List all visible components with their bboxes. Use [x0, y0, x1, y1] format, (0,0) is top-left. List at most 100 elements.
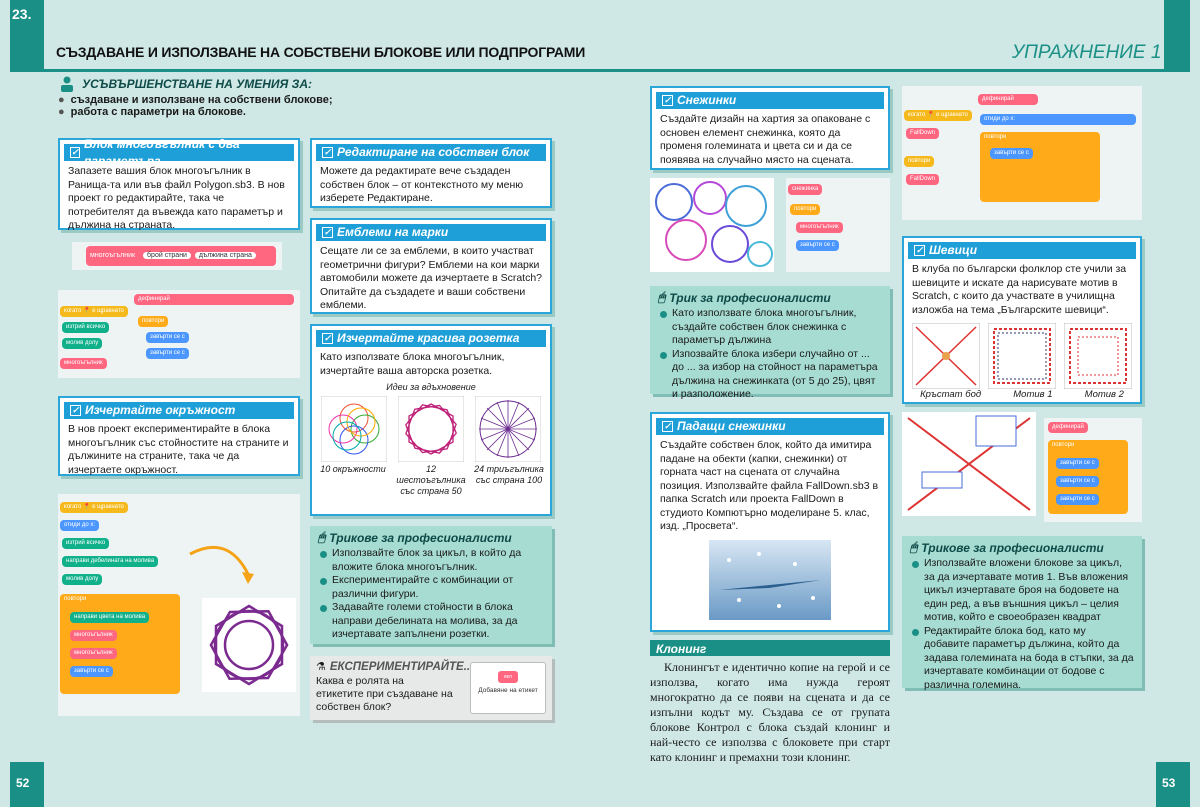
code-block: многоъгълник	[60, 358, 107, 369]
experiment-box: ⚗ ЕКСПЕРИМЕНТИРАЙТЕ... Каква е ролята на…	[310, 656, 552, 720]
tips-left-title: Трикове за професионалисти	[329, 530, 512, 545]
tips-right-title: Трикове за професионалисти	[921, 540, 1104, 555]
code-block: FallDown	[906, 174, 940, 185]
experiment-text: Каква е ролята на етикетите при създаван…	[316, 675, 453, 713]
stitches-card: ✓Шевици В клуба по български фолклор сте…	[902, 236, 1142, 404]
rosette-label: 12 шестоъгълника със страна 50	[396, 464, 466, 496]
snowflake-code-image: снежинка повтори многоъгълник завърти се…	[786, 178, 890, 272]
code-block: снежинка	[788, 184, 823, 195]
arrow-icon	[189, 545, 254, 584]
code-block: изтрий всичко	[62, 538, 110, 549]
circle-card-text: В нов проект експериментирайте в блока м…	[68, 423, 289, 476]
code-block: повтори	[138, 316, 169, 327]
footer-left-tab: 52	[10, 762, 44, 807]
cloning-text: Клонингът е идентично копие на герой и с…	[650, 660, 890, 764]
polygon-block-image: многоъгълник брой страни дължина страна	[72, 242, 282, 270]
tip-item: Редактирайте блока бод, като му добавите…	[910, 625, 1134, 693]
mouse-icon: 🖱	[658, 290, 666, 304]
polygon-card: ✓Блок многоъгълник с два параметъра Запа…	[58, 137, 300, 231]
cloning-title: Клонинг	[656, 642, 707, 656]
code-block: повтори	[980, 132, 1100, 202]
tip-item: Експериментирайте с комбинации от различ…	[318, 574, 544, 601]
trick-pro-title: Трик за професионалисти	[669, 290, 831, 305]
exercise-title: УПРАЖНЕНИЕ 1	[1012, 42, 1162, 63]
tips-left: 🖱Трикове за професионалисти Използвайте …	[310, 526, 552, 644]
snowflakes-card-header: ✓Снежинки	[656, 92, 884, 109]
code-block: завърти се с	[796, 240, 839, 251]
label-block: вкл	[498, 671, 518, 683]
code-block: дефинирай	[1048, 422, 1088, 433]
stitch-diagram-image	[902, 412, 1036, 516]
falling-card-text: Създайте собствен блок, който да имитира…	[660, 439, 879, 532]
snowflakes-card-text: Създайте дизайн на хартия за опаковане с…	[660, 113, 871, 166]
code-block: завърти се с	[146, 332, 189, 343]
footer-right-tab: 53	[1156, 762, 1190, 807]
motif1-image	[988, 323, 1056, 389]
code-block: направи дебелината на молива	[62, 556, 159, 567]
tip-item: Като използвате блока многоъгълник, създ…	[658, 307, 882, 348]
rosette-code-image: когато 📍 е щракнато отиди до x: изтрий в…	[58, 494, 300, 716]
page-title: СЪЗДАВАНЕ И ИЗПОЛЗВАНЕ НА СОБСТВЕНИ БЛОК…	[56, 44, 586, 60]
add-label-image: вкл Добавяне на етикет	[470, 662, 546, 714]
page-number-right: 53	[1162, 776, 1176, 790]
stitch-code-image: дефинирай повтори завърти се с завърти с…	[1044, 418, 1142, 522]
code-block: когато 📍 е щракнато	[904, 110, 972, 121]
emblem-card-text: Сещате ли се за емблеми, в които участва…	[320, 245, 543, 311]
check-icon: ✓	[914, 245, 925, 256]
check-icon: ✓	[70, 405, 81, 416]
skills-item: ●създаване и използване на собствени бло…	[58, 94, 333, 106]
snowflakes-card: ✓Снежинки Създайте дизайн на хартия за о…	[650, 86, 890, 170]
code-block: завърти се с	[146, 348, 189, 359]
code-block: завърти се с	[1056, 458, 1099, 469]
code-block: молив долу	[62, 574, 103, 585]
code-block: завърти се с	[70, 666, 113, 677]
code-block: молив долу	[62, 338, 103, 349]
rosette-result-image	[202, 598, 296, 692]
page-number-left: 52	[16, 776, 30, 790]
code-block: завърти се с	[1056, 494, 1099, 505]
check-icon: ✓	[322, 333, 333, 344]
code-block: завърти се с	[1056, 476, 1099, 487]
stitch-label: Мотив 2	[1084, 389, 1124, 400]
code-block: дефинирай	[978, 94, 1038, 105]
check-icon: ✓	[662, 95, 673, 106]
edit-card: ✓Редактиране на собствен блок Можете да …	[310, 138, 552, 208]
snowflakes-image	[650, 178, 774, 272]
code-block: повтори	[790, 204, 821, 215]
code-block: когато 📍 е щракнато	[60, 306, 128, 317]
rosette-card-header: ✓Изчертайте красива розетка	[316, 330, 546, 347]
mouse-icon: 🖱	[318, 530, 326, 544]
code-block: изтрий всичко	[62, 322, 110, 333]
skills-item: ●работа с параметри на блокове.	[58, 106, 246, 118]
experiment-title: ЕКСПЕРИМЕНТИРАЙТЕ...	[329, 660, 474, 673]
circle-card: ✓Изчертайте окръжност В нов проект експе…	[58, 396, 300, 476]
stitches-card-header: ✓Шевици	[908, 242, 1136, 259]
falling-card: ✓Падащи снежинки Създайте собствен блок,…	[650, 412, 890, 632]
polygon-block: многоъгълник брой страни дължина страна	[86, 246, 276, 266]
rosette-caption: Идеи за вдъхновение	[386, 382, 476, 392]
polygon-card-text: Запазете вашия блок многоъгълник в Ранищ…	[68, 165, 285, 231]
lesson-number: 23.	[12, 6, 32, 22]
skills-title: УСЪВЪРШЕНСТВАНЕ НА УМЕНИЯ ЗА:	[82, 77, 312, 91]
code-block: многоъгълник	[70, 630, 117, 641]
cross-stitch-image	[912, 323, 980, 389]
emblem-card-header: ✓Емблеми на марки	[316, 224, 546, 241]
tip-item: Изпозвайте блока избери случайно от ... …	[658, 348, 882, 402]
rosette-card: ✓Изчертайте красива розетка Като използв…	[310, 324, 552, 516]
tip-item: Използвайте блок за цикъл, в който да вл…	[318, 547, 544, 574]
code-block: завърти се с	[990, 148, 1033, 159]
code-block: дефинирай	[134, 294, 294, 305]
add-label-button: Добавяне на етикет	[478, 687, 538, 694]
tip-item: Задавайте големи стойности в блока напра…	[318, 601, 544, 642]
right-tab	[1164, 0, 1190, 72]
code-block: многоъгълник	[796, 222, 843, 233]
trick-pro: 🖱Трик за професионалисти Като използвате…	[650, 286, 890, 400]
lesson-number-tab: 23.	[10, 0, 44, 72]
mouse-icon: 🖱	[910, 540, 918, 554]
code-block: направи цвета на молива	[70, 612, 150, 623]
header-rule	[44, 69, 1190, 72]
rosette-card-text: Като използвате блока многоъгълник, изче…	[320, 351, 505, 377]
circles-image	[321, 396, 388, 462]
stitch-label: Кръстат бод	[920, 389, 982, 400]
code-block: повтори	[904, 156, 935, 167]
